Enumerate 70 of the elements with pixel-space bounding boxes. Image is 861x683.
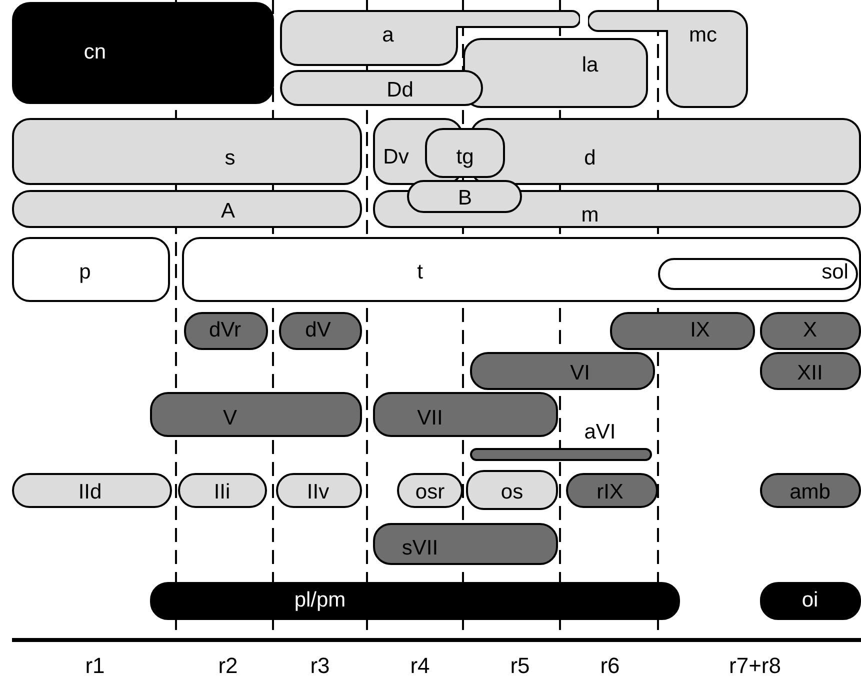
nucleus-box [466, 470, 558, 510]
nucleus-label: aVI [584, 422, 616, 442]
nucleus-box [280, 70, 483, 106]
region-box [658, 258, 858, 290]
nucleus-box [760, 582, 861, 620]
nucleus-label: dVr [209, 320, 241, 340]
rhombomere-label: r5 [510, 655, 530, 677]
nucleus-label: dV [305, 320, 331, 340]
nucleus-box [373, 392, 558, 437]
nucleus-box [463, 38, 648, 108]
nucleus-label: IIi [214, 482, 230, 502]
nucleus-box [373, 523, 558, 565]
nucleus-label: mc [689, 24, 717, 46]
nucleus-box [760, 312, 861, 350]
region-box [182, 237, 861, 302]
nucleus-box [12, 2, 274, 104]
nucleus-box [184, 312, 268, 350]
rhombomere-label: r3 [310, 655, 330, 677]
nucleus-label: pl/pm [294, 590, 346, 610]
nucleus-label: p [79, 262, 91, 282]
nucleus-box [397, 473, 463, 508]
nucleus-box [150, 582, 680, 620]
nucleus-label: a [382, 24, 394, 46]
nucleus-label: Dv [383, 146, 409, 168]
region-box [12, 237, 170, 302]
nucleus-label: IX [690, 320, 710, 340]
rhombomere-label: r2 [218, 655, 238, 677]
nucleus-box [280, 10, 580, 66]
nucleus-box [760, 352, 861, 390]
nucleus-label: VII [417, 408, 443, 428]
rhombomere-label: r4 [410, 655, 430, 677]
nucleus-box [150, 392, 362, 437]
nucleus-label: amb [790, 482, 830, 502]
nucleus-label: osr [415, 482, 445, 502]
nucleus-label: A [221, 200, 235, 222]
nucleus-box [12, 190, 362, 228]
nucleus-label: X [803, 320, 817, 340]
nucleus-label: IIv [306, 482, 330, 502]
nucleus-label: d [584, 148, 596, 168]
rhombomere-label: r6 [600, 655, 620, 677]
nucleus-label: V [223, 408, 237, 428]
nucleus-box [610, 312, 755, 350]
nucleus-box [279, 312, 362, 350]
nucleus-label: IId [78, 482, 102, 502]
rhombomere-label: r7+r8 [729, 655, 781, 677]
nucleus-box [425, 128, 505, 178]
nucleus-box [407, 180, 522, 213]
nucleus-label: s [224, 148, 236, 168]
nucleus-box [470, 352, 655, 390]
nucleus-box [276, 473, 362, 508]
rhombomere-label: r1 [85, 655, 105, 677]
nucleus-label: cn [84, 42, 106, 62]
nucleus-box [12, 473, 172, 508]
nucleus-label: sVII [402, 538, 438, 558]
nucleus-box [178, 473, 267, 508]
nucleus-box [12, 118, 362, 185]
nucleus-label: XII [797, 362, 823, 384]
nucleus-box [566, 473, 658, 508]
nucleus-label: os [500, 482, 524, 502]
nucleus-label: sol [822, 262, 848, 282]
nucleus-label: VI [570, 362, 590, 384]
nucleus-label: Dd [386, 80, 414, 100]
nucleus-label: la [582, 54, 598, 76]
nucleus-label: m [581, 204, 599, 226]
nucleus-label: rIX [596, 482, 624, 502]
nucleus-label: B [458, 188, 472, 208]
nucleus-box [760, 473, 861, 508]
nucleus-label: oi [802, 590, 818, 610]
nucleus-label: t [417, 262, 423, 282]
nucleus-label: tg [456, 146, 474, 168]
